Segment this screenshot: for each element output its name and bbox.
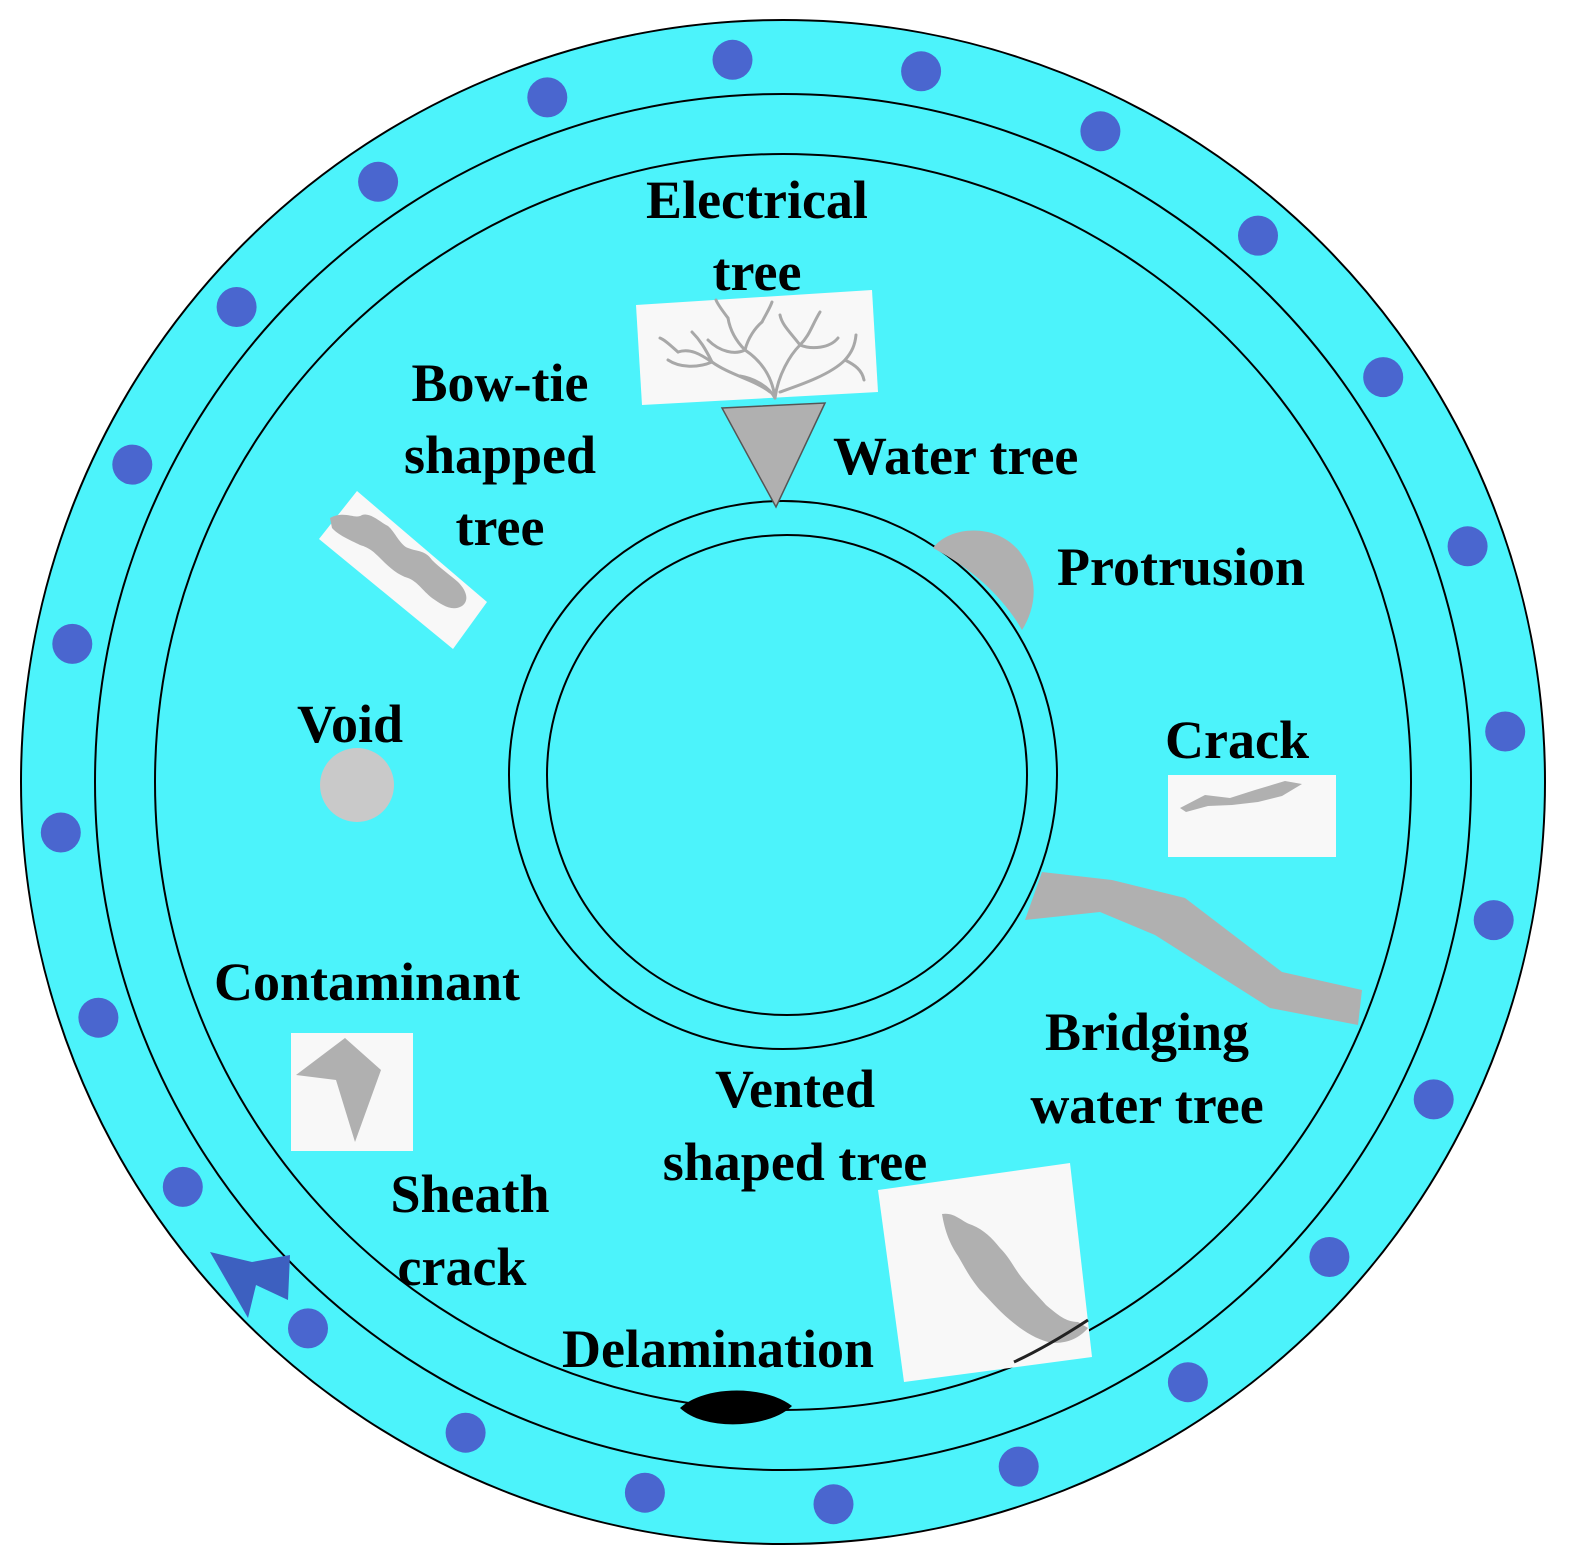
strand-dot [1485, 711, 1526, 752]
bow-tie-label-line2: shapped [404, 425, 596, 485]
bow-tie-label-line1: Bow-tie [412, 353, 589, 413]
crack-label: Crack [1165, 710, 1309, 770]
strand-dot [445, 1412, 486, 1453]
crack-icon [1168, 775, 1336, 857]
inner-semiconductor-ring [508, 500, 1058, 1050]
bridging-label: Bridging water tree [1030, 1002, 1263, 1135]
strand-dot [527, 77, 568, 118]
bridging-water-tree-icon [1025, 872, 1362, 1025]
void-label: Void [297, 694, 403, 754]
strand-dot [216, 287, 257, 327]
strand-dot [1473, 900, 1514, 941]
water-tree-icon [720, 402, 827, 509]
protrusion-label: Protrusion [1057, 537, 1305, 597]
strand-dot [1238, 215, 1278, 256]
strand-dot [358, 161, 399, 202]
electrical-tree-label: Electrical tree [646, 170, 868, 302]
strand-dot [624, 1472, 665, 1513]
electrical-tree-label-line2: tree [713, 242, 802, 302]
conductor [546, 534, 1028, 1016]
bow-tie-tree-icon [319, 491, 487, 649]
screen-wire-strands [40, 39, 1526, 1525]
vented-tree-icon [878, 1163, 1092, 1382]
strand-dot [813, 1484, 854, 1525]
sheath-crack-icon [210, 1252, 290, 1318]
sheath-crack-label-line2: crack [398, 1237, 527, 1297]
delamination-icon [680, 1390, 792, 1425]
strand-dot [1167, 1362, 1208, 1403]
contaminant-icon [291, 1033, 413, 1151]
strand-dot [288, 1308, 328, 1349]
void-icon [320, 748, 394, 822]
strand-dot [1080, 111, 1121, 152]
metallic-screen-ring [94, 93, 1472, 1471]
strand-dot [1309, 1237, 1350, 1277]
strand-dot [162, 1166, 203, 1207]
strand-dot [901, 51, 942, 92]
bow-tie-label-line3: tree [456, 497, 545, 557]
strand-dot [40, 812, 81, 853]
delamination-label: Delamination [562, 1319, 874, 1379]
bridging-label-line1: Bridging [1045, 1002, 1249, 1062]
electrical-tree-icon [636, 290, 878, 405]
sheath-crack-label: Sheath crack [390, 1164, 549, 1297]
bridging-label-line2: water tree [1030, 1075, 1263, 1135]
bow-tie-label: Bow-tie shapped tree [404, 353, 596, 557]
strand-dot [1413, 1079, 1454, 1120]
strand-dot [998, 1446, 1039, 1487]
strand-dot [78, 997, 119, 1038]
vented-label: Vented shaped tree [663, 1059, 928, 1192]
contaminant-label: Contaminant [214, 952, 520, 1012]
strand-dot [1363, 357, 1404, 398]
vented-label-line1: Vented [715, 1059, 875, 1119]
protrusion-icon [933, 530, 1034, 630]
outer-sheath [20, 19, 1546, 1545]
strand-dot [712, 39, 753, 80]
vented-label-line2: shaped tree [663, 1132, 928, 1192]
sheath-crack-label-line1: Sheath [390, 1164, 549, 1224]
strand-dot [52, 623, 93, 664]
electrical-tree-label-line1: Electrical [646, 170, 868, 230]
strand-dot [1447, 526, 1488, 567]
strand-dot [112, 444, 153, 485]
water-tree-label: Water tree [833, 426, 1078, 486]
